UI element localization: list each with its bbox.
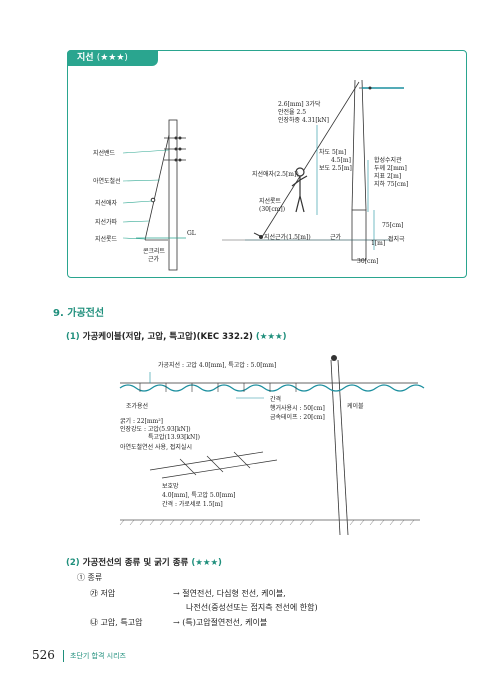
label-wire2: 안전율 2.5 xyxy=(278,109,307,116)
box-tag-stars: (★★★) xyxy=(96,53,128,63)
box-tag: 지선 (★★★) xyxy=(67,50,158,66)
label-rod-r2: (30[cm]) xyxy=(259,206,286,213)
label-rod-r1: 지선롯트 xyxy=(259,198,282,205)
label-75cm: 75[cm] xyxy=(382,222,404,229)
label-cable: 케이블 xyxy=(347,403,364,410)
subheading-2-stars: (★★★) xyxy=(191,558,222,568)
list-item-a-cont: 나전선(중성선또는 접지측 전선에 한함) xyxy=(186,603,318,612)
footer-divider xyxy=(63,650,64,662)
label-ground-electrode: 접지극 xyxy=(388,236,405,243)
label-prot2: 4.0[mm], 특고압 5.0[mm] xyxy=(162,492,236,499)
label-anchor: 지선근가(1.5[m]) xyxy=(264,234,311,241)
label-jiseon-band: 지선밴드 xyxy=(93,150,116,157)
label-gap1: 간격 xyxy=(270,396,282,403)
figure-box xyxy=(67,50,467,278)
label-spec1: 굵기 : 22[mm²] xyxy=(120,418,163,425)
list-item-a-arrow: → 절연전선, 다심형 전선, 케이블, xyxy=(173,589,286,598)
subheading-1-title: 가공케이블(저압, 고압, 특고압)(KEC 332.2) xyxy=(82,332,253,342)
label-pipe1: 합성수지관 xyxy=(374,157,402,164)
label-wire3: 인장하중 4.31[kN] xyxy=(278,117,329,124)
label-prot3: 간격 : 가로세로 1.5[m] xyxy=(162,501,223,508)
label-gl: GL xyxy=(187,230,196,237)
label-road1: 차도 5[m] xyxy=(319,149,347,156)
label-spec2: 인장강도 : 고압(5.93[kN]) xyxy=(120,426,191,433)
label-wire1: 2.6[mm] 3가닥 xyxy=(278,101,321,108)
label-road2: 4.5[m] xyxy=(331,157,351,164)
label-gap2: 행거사용시 : 50[cm] xyxy=(270,405,325,412)
label-road3: 보도 2.5[m] xyxy=(319,165,352,172)
list-item-1: ① 종류 xyxy=(77,573,103,582)
subheading-1-num: (1) xyxy=(66,332,80,342)
box-tag-label: 지선 xyxy=(77,53,94,63)
label-pipe3: 지표 2[m] xyxy=(374,173,402,180)
label-spec4: 아연도철연선 사용, 접지실시 xyxy=(120,444,192,451)
label-pipe2: 두께 2[mm] xyxy=(374,165,407,172)
label-gap3: 금속테이프 : 20[cm] xyxy=(270,414,325,421)
label-jogayong: 조가용선 xyxy=(126,403,149,410)
label-concrete: 콘크리트 xyxy=(143,248,166,255)
label-keunga-r: 근가 xyxy=(330,234,342,241)
subheading-2-title: 가공전선의 종류 및 굵기 종류 xyxy=(82,558,189,568)
list-item-a-label: ㉮ 저압 xyxy=(90,589,116,598)
section-title: 9. 가공전선 xyxy=(53,308,105,319)
list-item-b-label: ㉯ 고압, 특고압 xyxy=(90,618,143,627)
footer-series: 초단기 합격 시리즈 xyxy=(70,652,126,660)
list-item-b-arrow: → (특)고압절연전선, 케이블 xyxy=(173,618,268,627)
label-insulator: 지선애자 xyxy=(95,200,118,207)
page-number: 526 xyxy=(32,648,55,662)
label-zinc-wire: 아연도철선 xyxy=(93,178,121,185)
label-1m: 1[m] xyxy=(371,240,386,247)
subheading-1-stars: (★★★) xyxy=(255,332,287,342)
subheading-1: (1) 가공케이블(저압, 고압, 특고압)(KEC 332.2) (★★★) xyxy=(66,330,287,342)
subheading-2-num: (2) xyxy=(66,558,80,568)
label-prot1: 보호망 xyxy=(162,483,179,490)
label-keunga: 근가 xyxy=(148,256,160,263)
label-insulator-r: 지선애자(2.5[m]) xyxy=(252,171,299,178)
label-rod: 지선롯드 xyxy=(95,236,118,243)
label-pipe4: 지하 75[cm] xyxy=(374,181,409,188)
subheading-2: (2) 가공전선의 종류 및 굵기 종류 (★★★) xyxy=(66,556,222,568)
label-spec3: 특고압(13.93[kN]) xyxy=(148,434,200,441)
label-guard: 지선가따 xyxy=(95,219,118,226)
label-messenger-wire: 가공지선 : 고압 4.0[mm], 특고압 : 5.0[mm] xyxy=(158,362,277,369)
label-30cm: 30[cm] xyxy=(357,258,379,265)
